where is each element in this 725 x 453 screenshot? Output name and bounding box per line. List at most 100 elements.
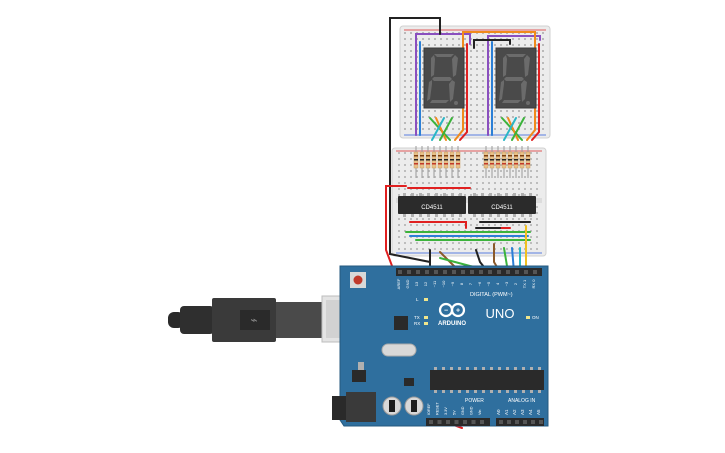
chip-pin — [403, 214, 406, 217]
resistor-bank-right[interactable] — [483, 146, 531, 178]
digital-pin-hole[interactable] — [533, 270, 537, 274]
digital-pin-hole[interactable] — [398, 270, 402, 274]
led-rx-label: RX — [414, 321, 420, 326]
wire-green[interactable] — [511, 117, 525, 141]
chip-pin — [443, 193, 446, 196]
analog-header[interactable] — [496, 418, 544, 426]
seven-segment-display-right[interactable] — [495, 47, 537, 109]
wire-red[interactable] — [531, 43, 540, 141]
chip-pin — [443, 214, 446, 217]
wire-cyan[interactable] — [503, 117, 517, 141]
resistor-band — [490, 159, 494, 161]
chip-pin — [473, 214, 476, 217]
chip-pin — [411, 214, 414, 217]
digital-pin-label: ~9 — [450, 281, 455, 286]
digital-pin-hole[interactable] — [452, 270, 456, 274]
resistor-band — [426, 159, 430, 161]
resistor-band — [444, 155, 448, 157]
chip-cd4511-left[interactable]: CD4511 — [398, 193, 466, 217]
digital-pin-hole[interactable] — [425, 270, 429, 274]
mcu-pin — [450, 390, 453, 393]
digital-pin-label: ~11 — [432, 280, 437, 287]
power-pin-hole[interactable] — [446, 420, 450, 424]
resistor-band — [450, 163, 454, 165]
power-jack-body[interactable] — [346, 392, 376, 422]
capacitor-mark — [411, 400, 417, 412]
resistor-band — [450, 155, 454, 157]
digital-pin-hole[interactable] — [407, 270, 411, 274]
power-pin-hole[interactable] — [429, 420, 433, 424]
digital-pin-hole[interactable] — [488, 270, 492, 274]
digital-pin-label: ~10 — [441, 280, 446, 288]
digital-pin-label: 2 — [513, 282, 518, 285]
wire-red[interactable] — [459, 43, 468, 141]
digital-pin-hole[interactable] — [506, 270, 510, 274]
resistor-band — [420, 155, 424, 157]
resistor-band — [456, 159, 460, 161]
wire-black[interactable] — [473, 39, 511, 49]
wire-orange[interactable] — [507, 117, 519, 141]
analog-pin-hole[interactable] — [531, 420, 535, 424]
digital-pin-hole[interactable] — [434, 270, 438, 274]
resistor-band — [490, 155, 494, 157]
resistor-band — [502, 155, 506, 157]
mcu-pin — [434, 367, 437, 370]
analog-pin-hole[interactable] — [539, 420, 543, 424]
display-wiring — [415, 31, 541, 141]
digital-header[interactable] — [396, 268, 542, 276]
seven-segment-display-left[interactable] — [423, 47, 465, 109]
mcu-pin — [450, 367, 453, 370]
wire-green[interactable] — [439, 117, 453, 141]
digital-pin-hole[interactable] — [470, 270, 474, 274]
power-pin-hole[interactable] — [454, 420, 459, 424]
resistor-band — [508, 159, 512, 161]
power-pin-hole[interactable] — [480, 420, 484, 424]
wire-cyan[interactable] — [431, 117, 445, 141]
wire-orange[interactable] — [462, 31, 536, 41]
analog-pin-hole[interactable] — [515, 420, 519, 424]
analog-pin-label: A3 — [520, 409, 525, 415]
digital-pin-hole[interactable] — [461, 270, 465, 274]
chip-cd4511-right[interactable]: CD4511 — [468, 193, 536, 217]
resistor-bank-left[interactable] — [413, 146, 461, 178]
digital-pin-hole[interactable] — [497, 270, 501, 274]
mcu-pin — [442, 367, 445, 370]
mcu-pin — [506, 367, 509, 370]
digital-pin-hole[interactable] — [479, 270, 483, 274]
arduino-logo-icon: − + — [438, 302, 466, 318]
resistor-band — [502, 159, 506, 161]
digital-pin-hole[interactable] — [515, 270, 519, 274]
digital-pin-hole[interactable] — [443, 270, 447, 274]
power-pin-label: Vin — [478, 410, 482, 415]
mcu-pin — [530, 367, 533, 370]
chip-pin — [513, 214, 516, 217]
wire-orange[interactable] — [435, 117, 447, 141]
reset-button-cap[interactable] — [353, 275, 363, 285]
svg-text:+: + — [456, 308, 460, 315]
chip-pin — [489, 193, 492, 196]
wire-black[interactable] — [389, 17, 441, 35]
power-pin-hole[interactable] — [471, 420, 476, 424]
analog-label: ANALOG IN — [508, 398, 536, 404]
analog-pin-hole[interactable] — [507, 420, 511, 424]
analog-pin-label: A1 — [504, 409, 509, 415]
power-pin-hole[interactable] — [463, 420, 467, 424]
digital-pin-hole[interactable] — [416, 270, 420, 274]
board-model: UNO — [486, 306, 515, 321]
power-pin-hole[interactable] — [437, 420, 442, 424]
digital-pin-label: 8 — [459, 282, 464, 285]
wire-purple[interactable] — [487, 35, 541, 41]
resistor-band — [432, 155, 436, 157]
chip-pin — [497, 193, 500, 196]
led-l — [424, 298, 428, 301]
chip-pin — [481, 214, 484, 217]
wire-purple[interactable] — [415, 33, 471, 41]
digital-pin-hole[interactable] — [524, 270, 528, 274]
resistor-band — [414, 155, 418, 157]
power-pin-label: GND — [461, 406, 465, 415]
analog-pin-hole[interactable] — [499, 420, 503, 424]
wire-red[interactable] — [409, 221, 467, 229]
analog-pin-hole[interactable] — [523, 420, 527, 424]
